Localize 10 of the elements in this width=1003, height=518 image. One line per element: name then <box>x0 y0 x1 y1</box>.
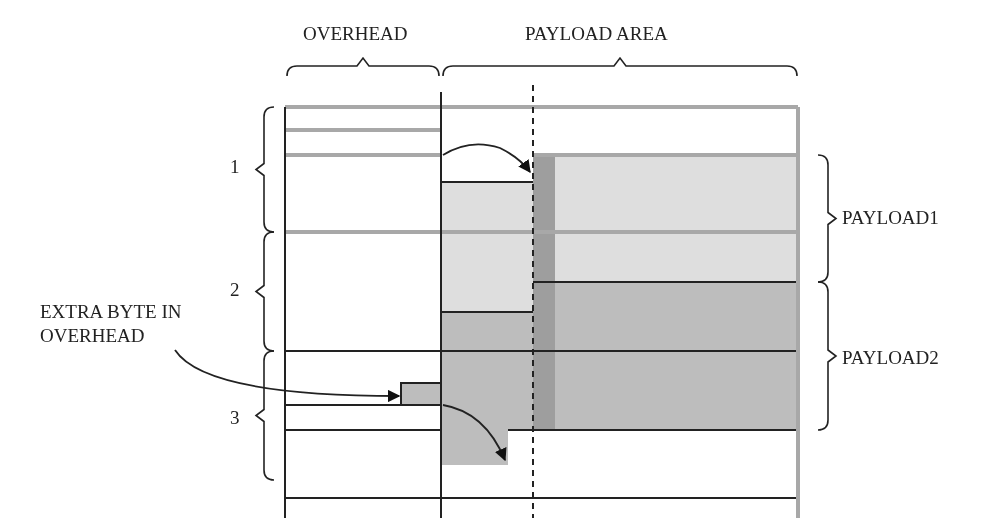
row-number: 1 <box>230 155 240 179</box>
payload-label: PAYLOAD1 <box>842 206 939 230</box>
column-heading: PAYLOAD AREA <box>525 22 668 46</box>
leader-line <box>174 349 401 403</box>
payload-label: PAYLOAD2 <box>842 346 939 370</box>
byte-cell <box>400 382 442 406</box>
callout-text: EXTRA BYTE IN OVERHEAD <box>40 300 190 348</box>
column-heading: OVERHEAD <box>303 22 408 46</box>
row-number: 3 <box>230 406 240 430</box>
row-number: 2 <box>230 278 240 302</box>
